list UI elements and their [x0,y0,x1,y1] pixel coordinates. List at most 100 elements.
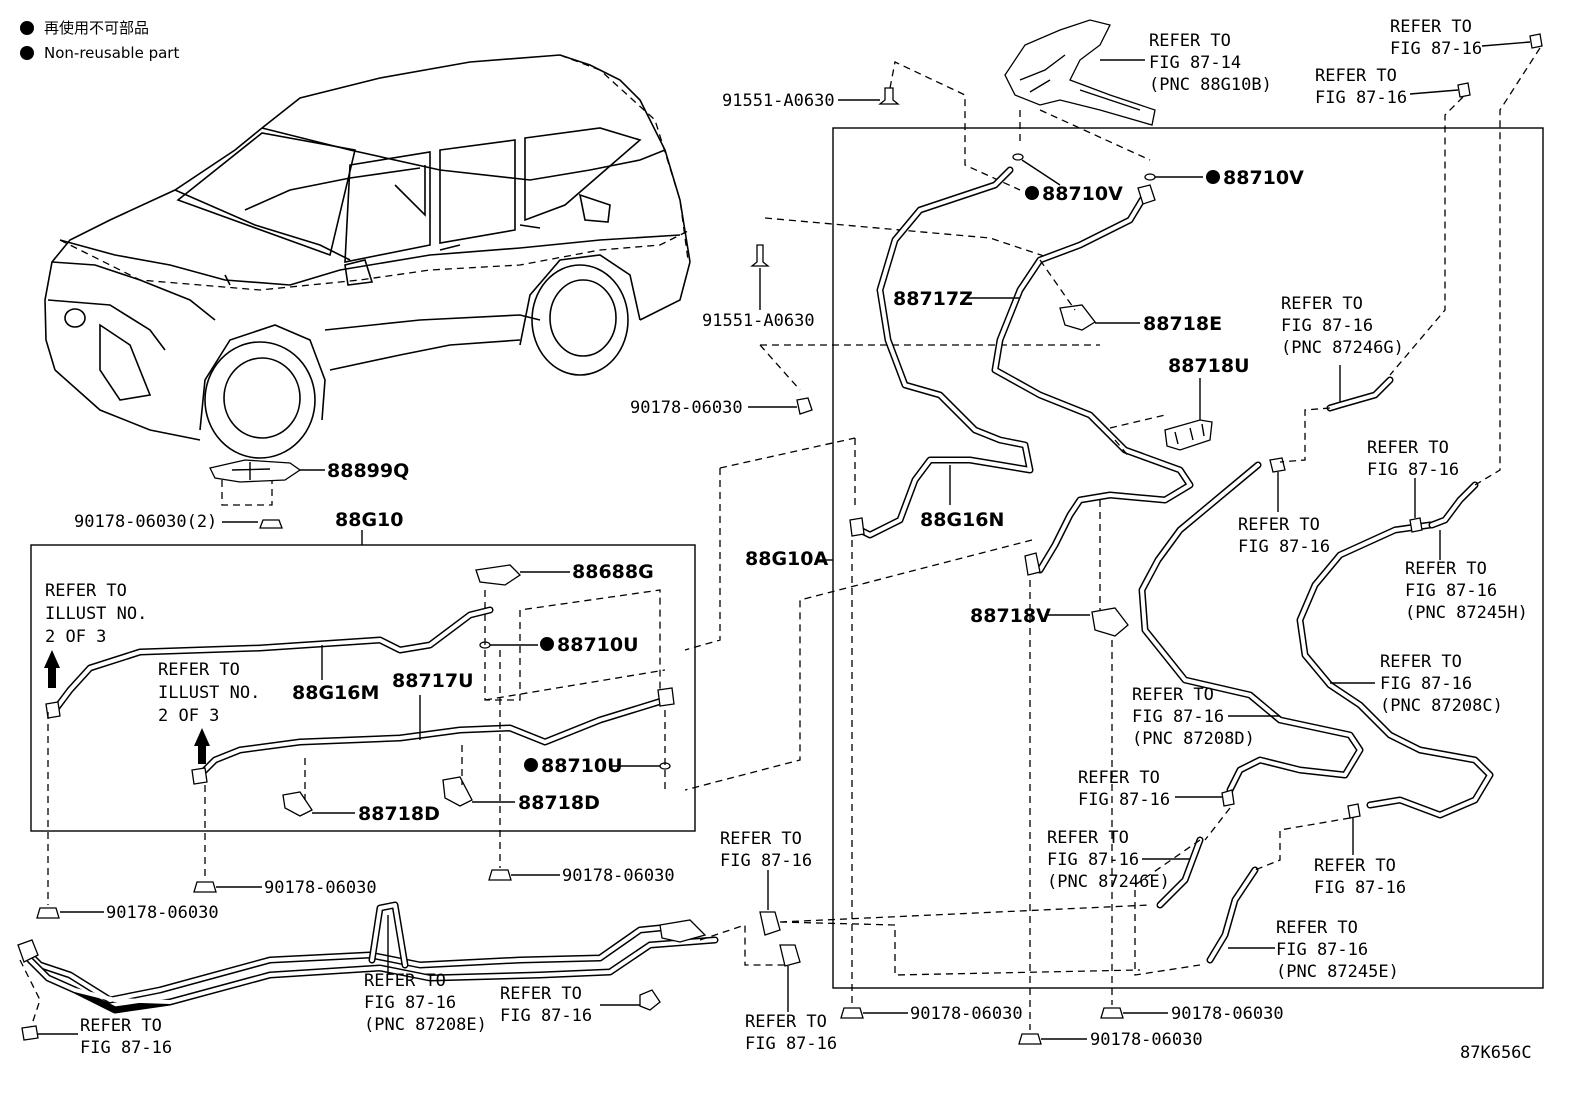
callout-88718D-right: 88718D [518,792,600,814]
refer-lower-2-line2: FIG 87-16 [364,993,456,1013]
refer-lower-5-line1: REFER TO [745,1012,827,1032]
refer-r7-line3: (PNC 87208C) [1380,696,1503,716]
callout-90178-06030-g: 90178-06030 [1171,1004,1284,1024]
callout-88718V: 88718V [970,605,1051,627]
refer-lower-2-line3: (PNC 87208E) [364,1015,487,1035]
refer-r12-line2: FIG 87-16 [1276,940,1368,960]
refer-r11-line2: FIG 87-16 [1314,878,1406,898]
callout-91551-A0630-b: 91551-A0630 [702,311,815,331]
callout-90178-06030-c: 90178-06030 [562,866,675,886]
refer-r1-line2: FIG 87-16 [1390,39,1482,59]
callout-90178-06030-d: 90178-06030 [630,398,743,418]
refer-r9-line2: FIG 87-16 [1078,790,1170,810]
callout-90178-06030-f: 90178-06030 [1090,1030,1203,1050]
refer-top-line1: REFER TO [1149,31,1231,51]
refer-r6-line1: REFER TO [1405,559,1487,579]
refer-r4-line2: FIG 87-16 [1367,460,1459,480]
callout-88G10A: 88G10A [745,548,828,570]
callout-90178-06030-a: 90178-06030 [106,903,219,923]
refer-lower-4-line1: REFER TO [720,829,802,849]
refer-r2-line2: FIG 87-16 [1315,88,1407,108]
refer-top-line2: FIG 87-14 [1149,53,1241,73]
refer-r8-line2: FIG 87-16 [1132,707,1224,727]
assembly-frame-88G10A [832,127,1544,989]
refer-r10-line3: (PNC 87246E) [1047,872,1170,892]
refer-r3-line2: FIG 87-16 [1281,316,1373,336]
part-88899Q: 88899Q 90178-06030(2) [74,459,409,532]
refer-r6-line2: FIG 87-16 [1405,581,1497,601]
callout-91551-A0630-a: 91551-A0630 [722,91,835,111]
refer-r6-line3: (PNC 87245H) [1405,603,1528,623]
refer-illust-2-line3: 2 OF 3 [158,706,219,726]
refer-r4-line1: REFER TO [1367,438,1449,458]
non-reusable-marker-icon [20,46,34,60]
refer-illust-1-line3: 2 OF 3 [45,627,106,647]
callout-88718D-left: 88718D [358,803,440,825]
diagram-id: 87K656C [1460,1043,1532,1063]
callout-88G10: 88G10 [335,509,403,531]
refer-lower-3-line1: REFER TO [500,984,582,1004]
assembly-frame [30,544,696,832]
refer-lower-2-line1: REFER TO [364,971,446,991]
callout-90178-06030-2: 90178-06030(2) [74,512,217,532]
refer-lower-5-line2: FIG 87-16 [745,1034,837,1054]
refer-r5-line2: FIG 87-16 [1238,537,1330,557]
bottom-bolts: 90178-06030 90178-06030 90178-06030 [840,1004,1284,1050]
callout-88710V-left: 88710V [1042,183,1123,205]
refer-r7-line2: FIG 87-16 [1380,674,1472,694]
legend-jp: 再使用不可部品 [44,19,149,37]
callout-88710V-right: 88710V [1223,167,1304,189]
refer-lower-3-line2: FIG 87-16 [500,1006,592,1026]
refer-illust-1-line1: REFER TO [45,581,127,601]
refer-r8-line3: (PNC 87208D) [1132,729,1255,749]
upper-bolts: 91551-A0630 91551-A0630 90178-06030 [630,61,1100,791]
refer-top-line3: (PNC 88G10B) [1149,75,1272,95]
refer-r7-line1: REFER TO [1380,652,1462,672]
arrow-up-icon [194,728,210,764]
refer-r8-line1: REFER TO [1132,685,1214,705]
non-reusable-marker-icon [1206,170,1220,184]
refer-r5-line1: REFER TO [1238,515,1320,535]
callout-88688G: 88688G [572,561,654,583]
refer-illust-2-line2: ILLUST NO. [158,683,260,703]
callout-90178-06030-e: 90178-06030 [910,1004,1023,1024]
legend: 再使用不可部品 Non-reusable part [20,19,179,62]
refer-r3-line1: REFER TO [1281,294,1363,314]
refer-lower-1-line2: FIG 87-16 [80,1038,172,1058]
non-reusable-marker-icon [540,637,554,651]
callout-90178-06030-b: 90178-06030 [264,878,377,898]
callout-88717Z: 88717Z [893,288,973,310]
refer-r10-line1: REFER TO [1047,828,1129,848]
callout-88710U-upper: 88710U [557,634,639,656]
non-reusable-marker-icon [1025,186,1039,200]
callout-88899Q: 88899Q [327,460,409,482]
bracket-88G10B: REFER TO FIG 87-14 (PNC 88G10B) [1004,19,1272,161]
refer-r9-line1: REFER TO [1078,768,1160,788]
callout-88718E: 88718E [1143,313,1222,335]
callout-88G16N: 88G16N [920,509,1004,531]
refer-lower-4-line2: FIG 87-16 [720,851,812,871]
refer-r1-line1: REFER TO [1390,17,1472,37]
callout-88718U: 88718U [1168,355,1250,377]
refer-r12-line1: REFER TO [1276,918,1358,938]
lower-pipes: REFER TO FIG 87-16 REFER TO FIG 87-16 (P… [17,829,1151,1058]
right-callouts: REFER TO FIG 87-16 REFER TO FIG 87-16 RE… [1047,17,1531,982]
refer-r11-line1: REFER TO [1314,856,1396,876]
legend-en: Non-reusable part [44,44,179,62]
bolts-lower-left: 90178-06030 90178-06030 90178-06030 [36,650,675,923]
refer-r3-line3: (PNC 87246G) [1281,338,1404,358]
callout-88G16M: 88G16M [292,682,379,704]
non-reusable-marker-icon [524,758,538,772]
arrow-up-icon [44,650,60,688]
refer-r2-line1: REFER TO [1315,66,1397,86]
callout-88717U: 88717U [392,670,474,692]
vehicle-illustration [44,54,691,459]
refer-lower-1-line1: REFER TO [80,1016,162,1036]
refer-r12-line3: (PNC 87245E) [1276,962,1399,982]
assembly-88G10A: 88G10A 88710V 88710V 88G16N 88717Z 88718… [745,33,1544,1030]
assembly-88G10: 88G10 REFER TO ILLUST NO. 2 OF 3 REFER T… [30,509,696,832]
refer-illust-2-line1: REFER TO [158,660,240,680]
refer-r10-line2: FIG 87-16 [1047,850,1139,870]
refer-illust-1-line2: ILLUST NO. [45,604,147,624]
